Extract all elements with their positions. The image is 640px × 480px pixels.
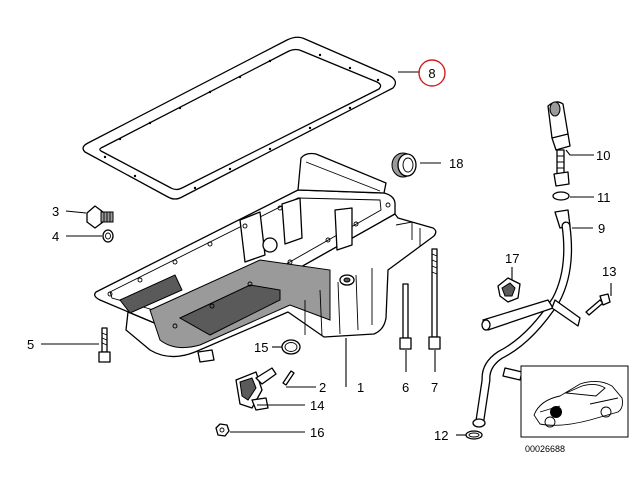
o-ring-11 (552, 191, 570, 201)
callout-3: 3 (52, 204, 59, 219)
clip-17 (497, 277, 521, 303)
callout-11: 11 (597, 190, 611, 205)
callout-17: 17 (505, 251, 519, 266)
diagram-reference-number: 00026688 (525, 444, 565, 454)
pin-2 (282, 370, 295, 386)
vehicle-inset: 00026688 (520, 365, 629, 454)
bolt-5 (98, 327, 111, 363)
dipstick-guide-tube (472, 209, 581, 428)
callout-4: 4 (52, 229, 59, 244)
callout-10: 10 (596, 148, 610, 163)
highlight-circle (418, 59, 446, 87)
callout-2: 2 (319, 380, 326, 395)
oil-pan-gasket (82, 36, 397, 200)
callout-1: 1 (357, 380, 364, 395)
oil-level-sensor (235, 367, 277, 411)
seal-12 (465, 430, 483, 440)
callout-8: 8 (428, 66, 435, 81)
dipstick-handle (547, 101, 571, 187)
drain-plug (86, 205, 114, 229)
callout-15: 15 (254, 340, 268, 355)
callout-12: 12 (434, 428, 448, 443)
leader-lines (41, 71, 612, 436)
callout-18: 18 (449, 156, 463, 171)
callouts: 8 18 10 11 9 17 13 3 4 5 15 2 1 6 7 14 1… (27, 59, 616, 443)
callout-7: 7 (431, 380, 438, 395)
threaded-plug (391, 152, 417, 178)
bolt-13 (585, 293, 611, 316)
callout-13: 13 (602, 264, 616, 279)
callout-6: 6 (402, 380, 409, 395)
callout-5: 5 (27, 337, 34, 352)
callout-14: 14 (310, 398, 324, 413)
oil-pan (94, 152, 437, 363)
o-ring-15 (281, 339, 301, 355)
callout-16: 16 (310, 425, 324, 440)
drain-gasket (102, 229, 114, 243)
hex-nut-16 (215, 423, 230, 437)
bolt-6 (399, 283, 412, 350)
callout-9: 9 (598, 221, 605, 236)
bolt-7 (428, 248, 441, 350)
